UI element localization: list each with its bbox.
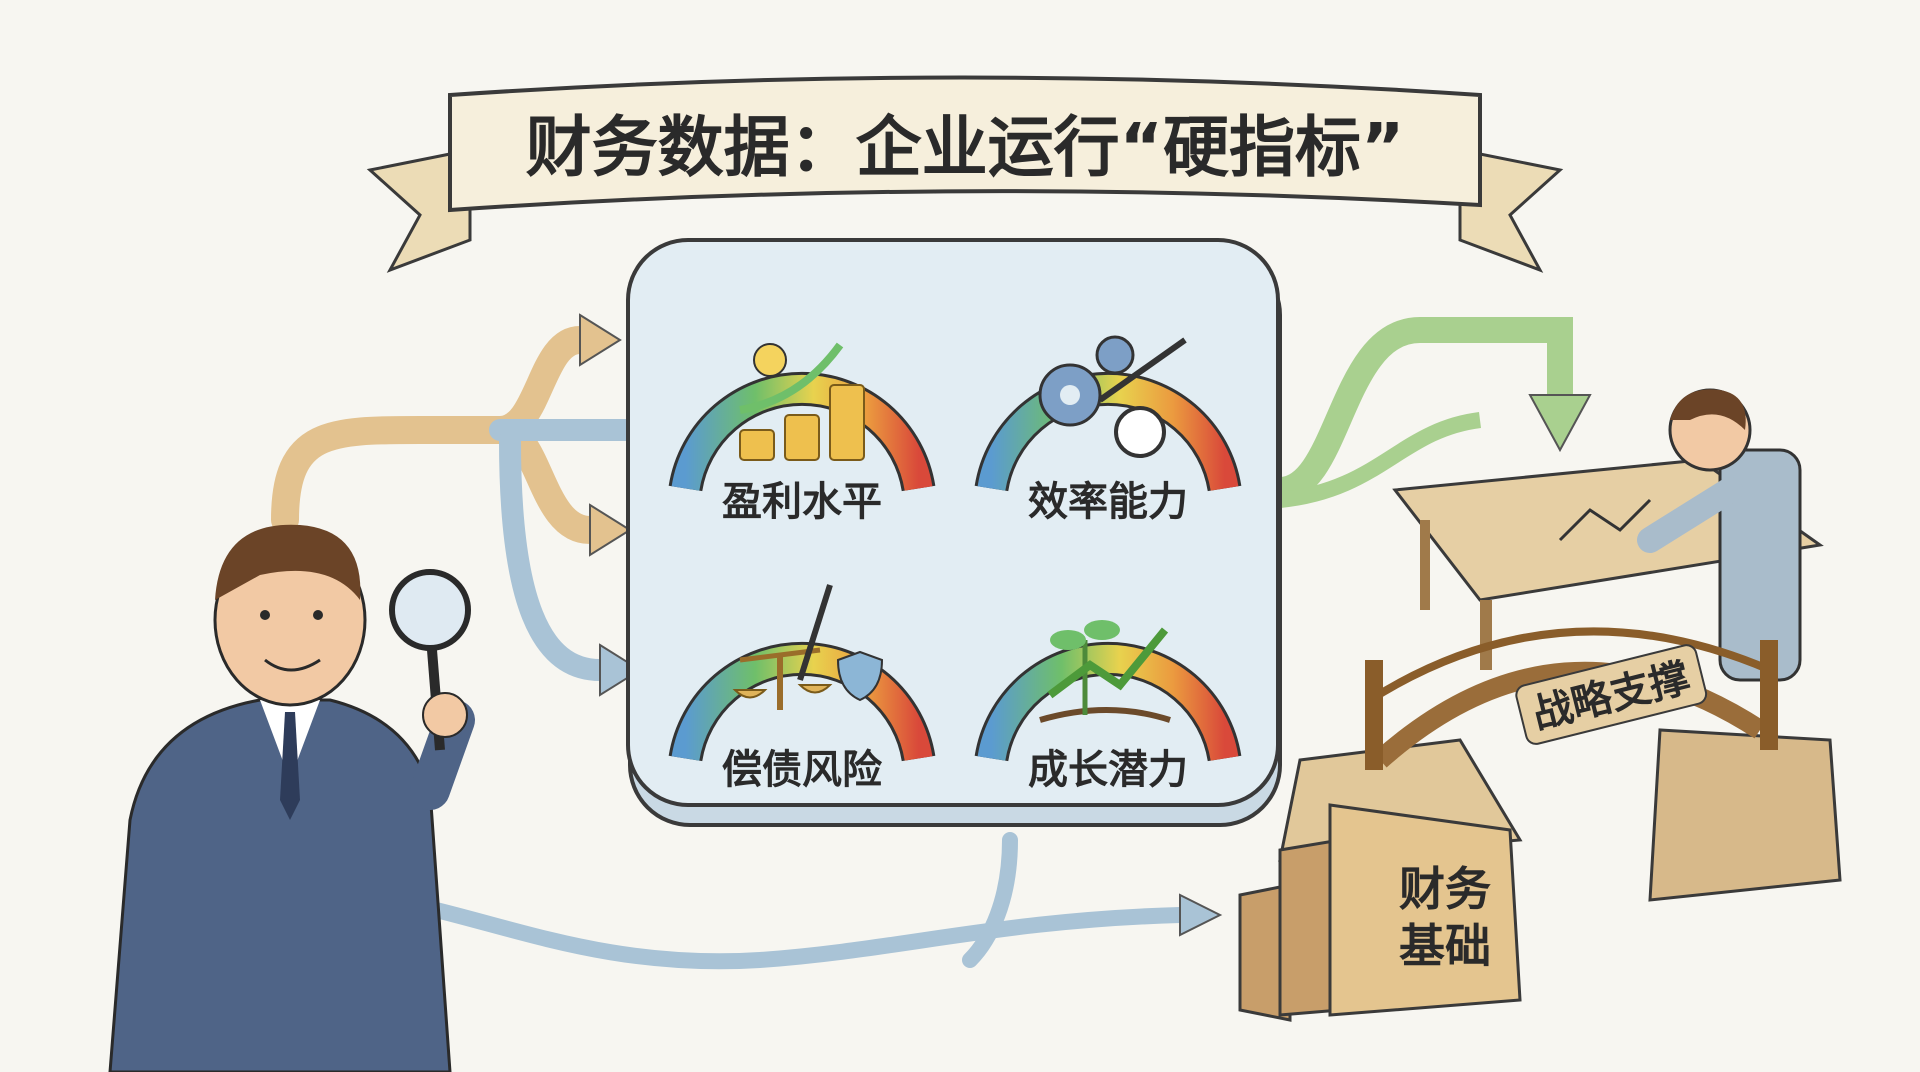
gauge-solvency xyxy=(668,642,936,762)
gauge-efficiency xyxy=(974,371,1242,492)
indicator-panel xyxy=(626,238,1282,827)
gauge-arc xyxy=(977,374,1239,491)
gauge-label-profitability: 盈利水平 xyxy=(722,479,882,525)
input-arrows xyxy=(271,313,1223,970)
title-text: 财务数据：企业运行“硬指标” xyxy=(526,109,1405,186)
gauge-arc xyxy=(671,645,933,761)
output-arrow xyxy=(1278,317,1592,508)
gears-stopwatch-icon xyxy=(1038,335,1187,458)
gauge-growth xyxy=(974,641,1242,762)
gauge-profitability xyxy=(668,372,936,492)
gauge-arc xyxy=(977,644,1239,761)
gauge-label-solvency: 偿债风险 xyxy=(722,747,883,793)
title-banner: 财务数据：企业运行“硬指标” xyxy=(366,75,1564,273)
sprout-growth-icon xyxy=(1039,620,1171,723)
financial-foundation-block: 财务 基础 xyxy=(1238,803,1522,1022)
gauge-label-efficiency: 效率能力 xyxy=(1028,479,1188,525)
foundation-label-line1: 财务 xyxy=(1399,862,1491,916)
gauge-arc xyxy=(671,375,933,491)
analyst-with-magnifier xyxy=(108,524,475,1072)
scale-shield-icon xyxy=(732,584,884,710)
foundation-label-line2: 基础 xyxy=(1399,919,1491,973)
coins-growth-icon xyxy=(739,342,865,461)
gauge-label-growth: 成长潜力 xyxy=(1028,747,1188,793)
strategist-at-desk xyxy=(1392,388,1824,682)
